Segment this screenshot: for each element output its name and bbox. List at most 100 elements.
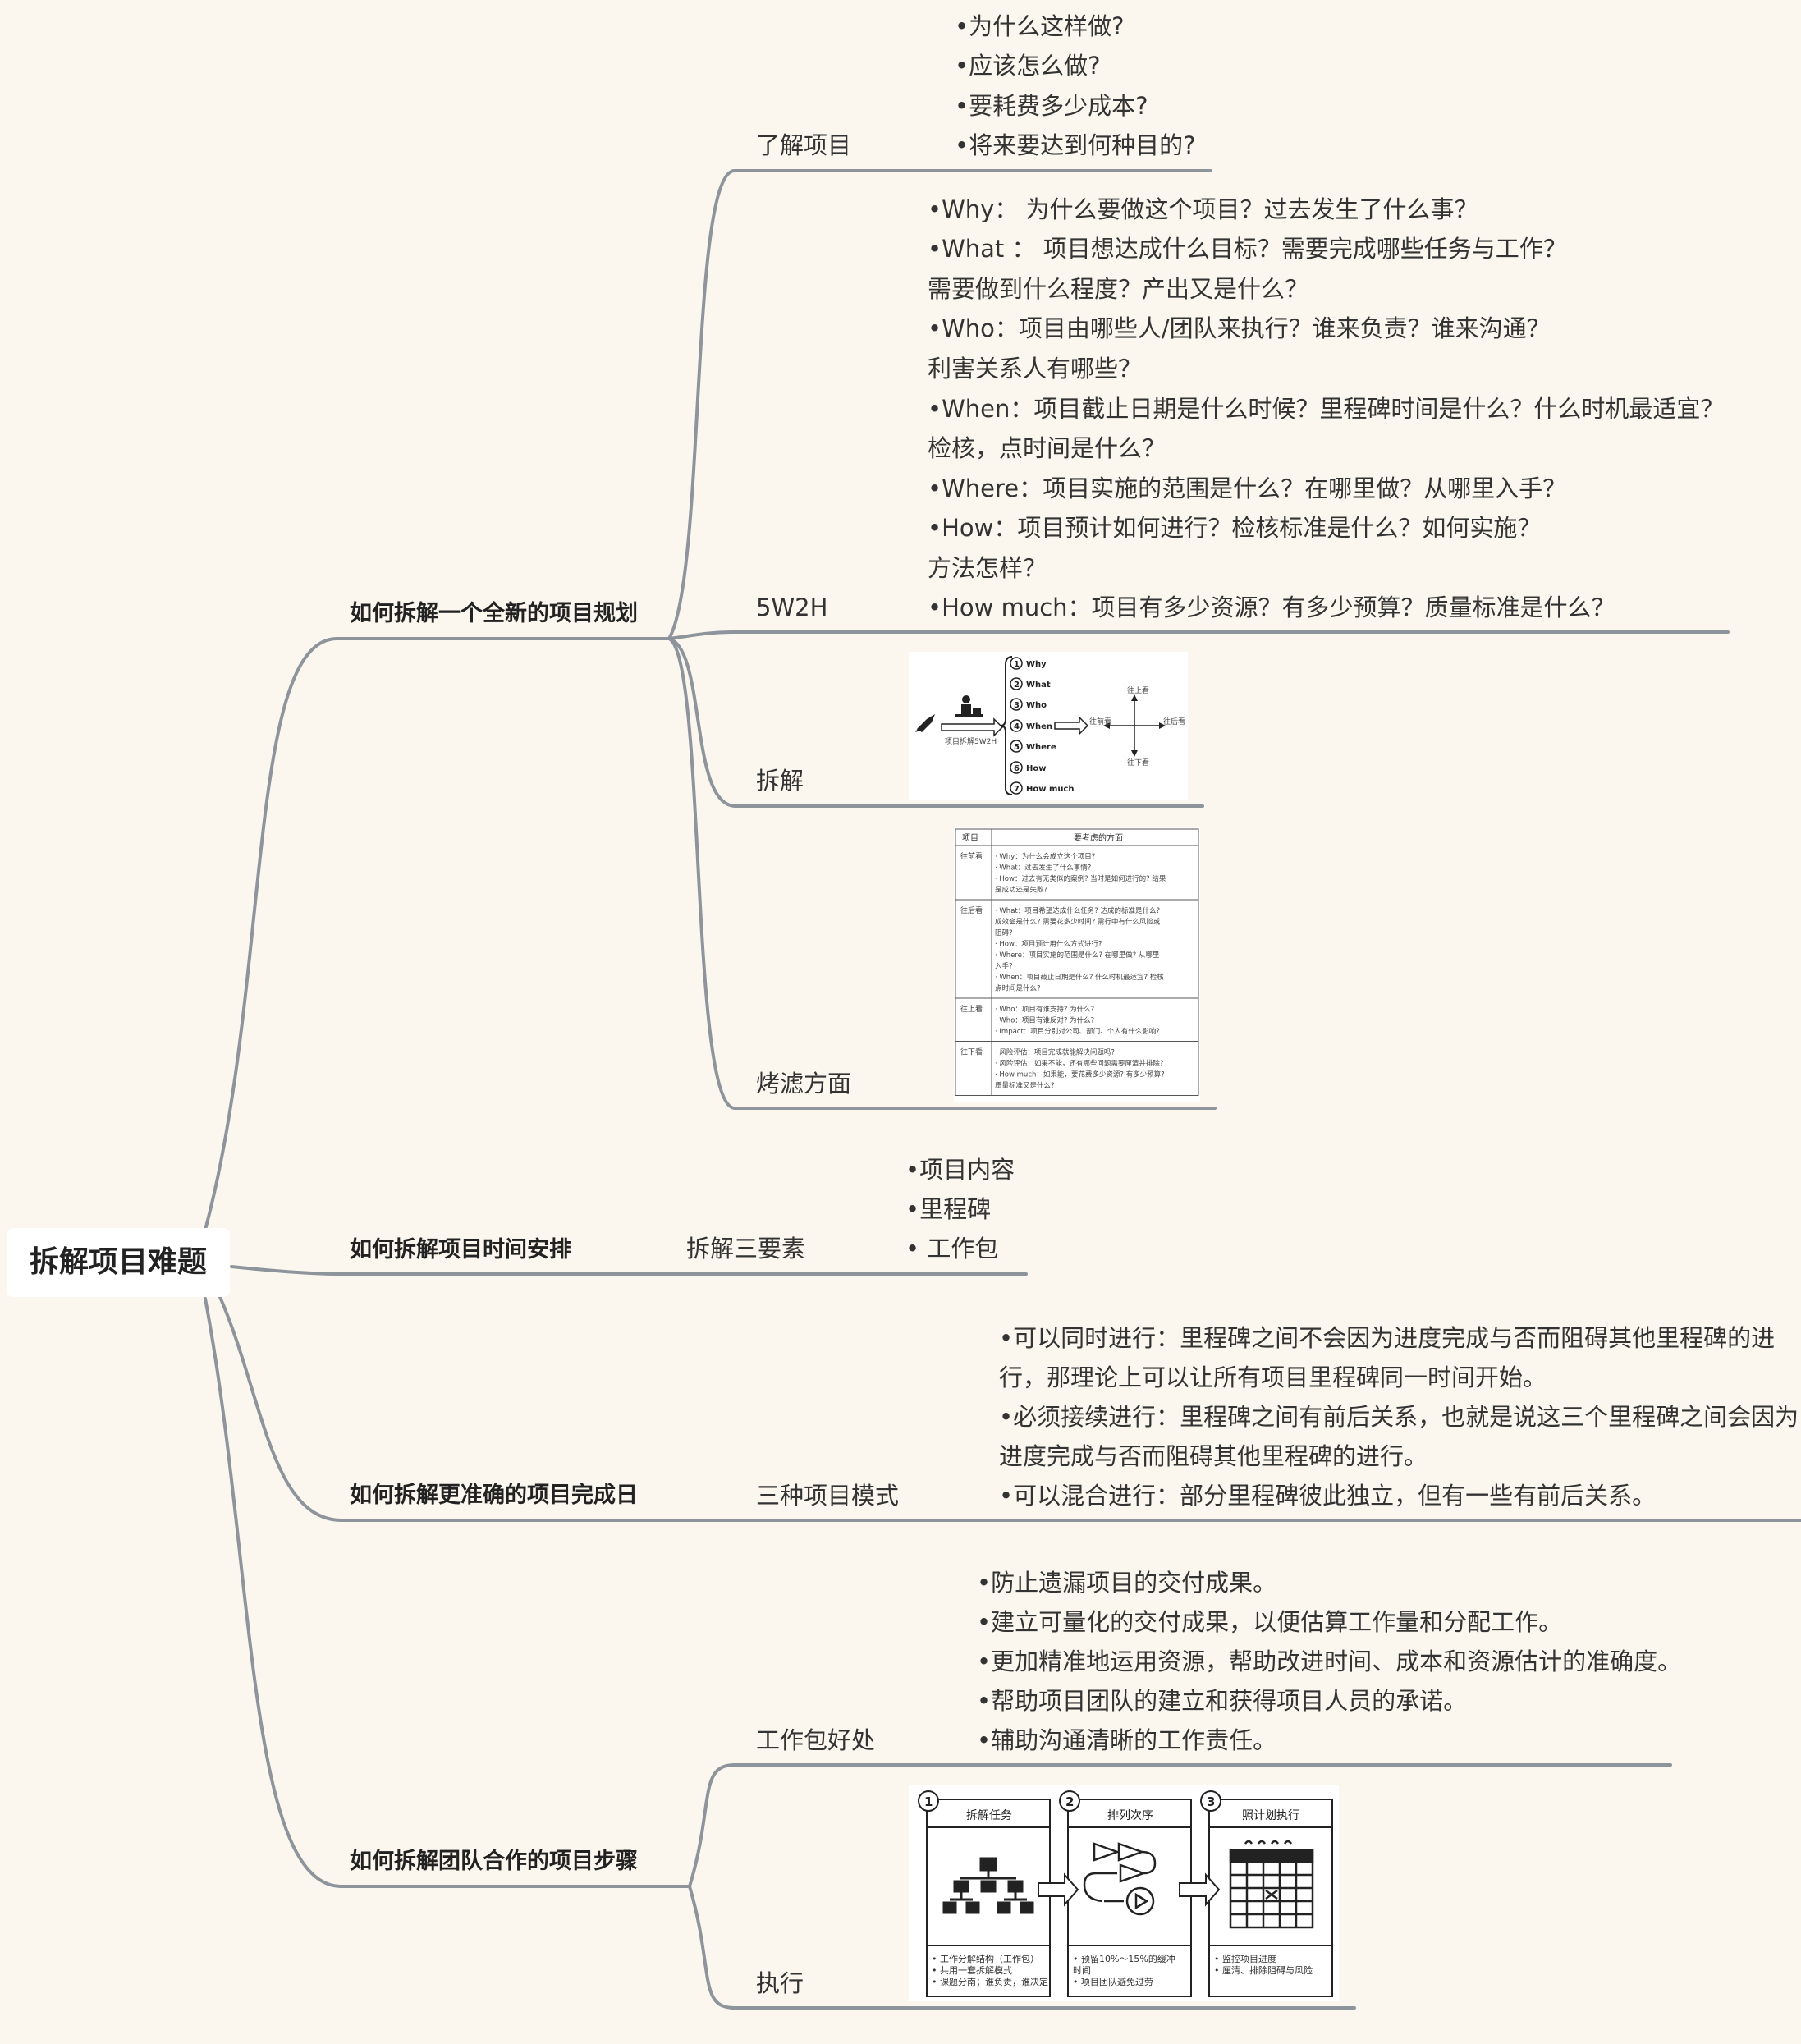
- table-row-name: 往上看: [960, 1004, 983, 1014]
- step-note: • 共用一套拆解模式: [932, 1964, 1012, 1976]
- node-three-elements-label[interactable]: 拆解三要素: [686, 1237, 805, 1261]
- benefits-note: •帮助项目团队的建立和获得项目人员的承诺。: [977, 1689, 1467, 1713]
- 5w2h-note: 利害关系人有哪些？: [928, 357, 1142, 381]
- filter-table: 项目要考虑的方面往前看· Why：为什么会成立这个项目?· What：过去发生了…: [954, 827, 1200, 1102]
- branch-plan-label[interactable]: 如何拆解一个全新的项目规划: [350, 603, 638, 625]
- table-row-line: · How：项目预计用什么方式进行?: [995, 940, 1102, 949]
- branch-team-label[interactable]: 如何拆解团队合作的项目步骤: [350, 1850, 638, 1872]
- step-title: 照计划执行: [1242, 1809, 1299, 1822]
- table-row-line: · Why：为什么会成立这个项目?: [995, 852, 1095, 861]
- axis-up-label: 往上看: [1127, 685, 1149, 695]
- three-elements-note: •项目内容: [905, 1158, 1015, 1182]
- svg-text:7: 7: [1014, 785, 1020, 794]
- connector-root-team: [205, 1299, 690, 1886]
- step-number: 3: [1207, 1794, 1215, 1809]
- 5w2h-item: How much: [1026, 785, 1075, 794]
- table-row-name: 往后看: [960, 905, 983, 915]
- 5w2h-breakdown-image: 项目拆解5W2H 1 Why 2 What 3 Who 4 When 5 Whe…: [909, 652, 1188, 800]
- branch-time-label[interactable]: 如何拆解项目时间安排: [350, 1239, 571, 1261]
- 5w2h-note: 方法怎样？: [928, 557, 1047, 580]
- node-breakdown-label[interactable]: 拆解: [756, 769, 804, 793]
- flow-order-icon: [1084, 1844, 1155, 1914]
- table-row-line: · Impact：项目分别对公司、部门、个人有什么影响?: [995, 1027, 1160, 1036]
- node-benefits-label[interactable]: 工作包好处: [756, 1729, 875, 1753]
- svg-text:3: 3: [1014, 701, 1020, 710]
- table-row-line: 入手?: [995, 962, 1013, 971]
- 5w2h-items: 1 Why 2 What 3 Who 4 When 5 Where 6 How …: [1010, 658, 1075, 794]
- step-note: • 项目团队避免过劳: [1073, 1976, 1153, 1987]
- filter-table-image: 项目要考虑的方面往前看· Why：为什么会成立这个项目?· What：过去发生了…: [954, 827, 1200, 1102]
- connector-plan-5w2h: [669, 632, 1728, 639]
- understand-note: •应该怎么做?: [955, 54, 1101, 78]
- branch-date-label[interactable]: 如何拆解更准确的项目完成日: [350, 1484, 638, 1506]
- three-elements-note: •里程碑: [905, 1198, 991, 1221]
- 5w2h-note: •When：项目截止日期是什么时候？里程碑时间是什么？什么时机最适宜？: [928, 397, 1724, 421]
- node-execute-label[interactable]: 执行: [756, 1972, 804, 1996]
- 5w2h-item: Why: [1026, 660, 1047, 669]
- svg-text:5: 5: [1014, 743, 1020, 752]
- step-note: • 厘清、排除阻碍与风险: [1214, 1964, 1313, 1976]
- table-row-line: 质量标准又是什么?: [995, 1081, 1055, 1090]
- table-row-line: · Who：项目有谁反对? 为什么?: [995, 1016, 1094, 1025]
- node-modes-label[interactable]: 三种项目模式: [756, 1484, 899, 1508]
- table-row-line: 是成功还是失败?: [995, 886, 1047, 895]
- svg-text:6: 6: [1014, 764, 1020, 773]
- table-row-name: 往前看: [960, 851, 983, 861]
- step-note: • 监控项目进度: [1214, 1953, 1276, 1964]
- modes-note: •必须接续进行：里程碑之间有前后关系，也就是说这三个里程碑之间会因为: [999, 1405, 1799, 1429]
- 5w2h-item: Who: [1026, 701, 1047, 710]
- understand-note: •为什么这样做?: [955, 15, 1125, 39]
- 5w2h-item: Where: [1026, 743, 1056, 752]
- benefits-note: •建立可量化的交付成果，以便估算工作量和分配工作。: [977, 1611, 1562, 1634]
- person-desk-icon: [955, 695, 983, 717]
- step-number: 1: [924, 1794, 933, 1809]
- 5w2h-note: •What ： 项目想达成什么目标？需要完成哪些任务与工作？: [928, 237, 1567, 261]
- modes-note: 进度完成与否而阻碍其他里程碑的进行。: [999, 1445, 1428, 1469]
- 5w2h-item: What: [1026, 681, 1051, 690]
- calendar-icon: [1230, 1841, 1313, 1927]
- table-row-line: · 风险评估：项目完成就能解决问题吗?: [995, 1048, 1115, 1057]
- 5w2h-item: When: [1026, 722, 1052, 731]
- table-row-line: · 风险评估：如果不能，还有哪些问题需要厘清并排除?: [995, 1059, 1163, 1068]
- hierarchy-icon: [944, 1858, 1033, 1913]
- step-note: • 工作分解结构（工作包）: [932, 1953, 1039, 1964]
- 5w2h-note: 检核，点时间是什么？: [928, 437, 1166, 461]
- modes-note: 行，那理论上可以让所有项目里程碑同一时间开始。: [999, 1366, 1547, 1390]
- 5w2h-note: •Where：项目实施的范围是什么？在哪里做？从哪里入手？: [928, 477, 1566, 501]
- step-note: 时间: [1073, 1965, 1091, 1976]
- table-row-line: · What：过去发生了什么事情?: [995, 864, 1091, 873]
- table-row-line: 成效会是什么? 需要花多少时间? 需行中有什么风险或: [995, 918, 1161, 927]
- table-header-cell: 要考虑的方面: [1074, 832, 1123, 843]
- connector-root-plan: [205, 639, 669, 1230]
- table-row-line: · Who：项目有谁支持? 为什么?: [995, 1005, 1094, 1014]
- modes-note: •可以同时进行：里程碑之间不会因为进度完成与否而阻碍其他里程碑的进: [999, 1327, 1775, 1350]
- execute-steps-image: 1 2 3 拆解任务 排列次序 照计划执行: [909, 1785, 1339, 2001]
- axis-left-label: 往前看: [1089, 717, 1111, 726]
- svg-text:2: 2: [1014, 681, 1020, 690]
- node-filter-label[interactable]: 烤滤方面: [756, 1072, 851, 1096]
- table-row-line: · How much：如果能，要花费多少资源? 有多少预算?: [995, 1070, 1165, 1079]
- svg-text:1: 1: [1014, 660, 1020, 669]
- step-note: • 预留10%～15%的缓冲: [1073, 1953, 1175, 1964]
- understand-note: •要耗费多少成本?: [955, 94, 1148, 118]
- table-row-line: · When：项目截止日期是什么? 什么时机最适宜? 检核: [995, 973, 1164, 982]
- 5w2h-note: •Who：项目由哪些人/团队来执行？谁来负责？谁来沟通？: [928, 317, 1551, 341]
- 5w2h-note: •How：项目预计如何进行？检核标准是什么？如何实施？: [928, 516, 1541, 540]
- table-row-line: · What：项目希望达成什么任务? 达成的标准是什么?: [995, 906, 1160, 915]
- step-note: • 课题分南；谁负责，谁决定: [932, 1976, 1048, 1987]
- modes-note: •可以混合进行：部分里程碑彼此独立，但有一些有前后关系。: [999, 1484, 1656, 1508]
- three-elements-note: • 工作包: [905, 1237, 998, 1261]
- breakdown-caption: 项目拆解5W2H: [945, 736, 997, 746]
- step-title: 拆解任务: [966, 1809, 1012, 1822]
- node-5w2h-label[interactable]: 5W2H: [756, 596, 827, 620]
- table-row-line: · Where：项目实施的范围是什么? 在哪里做? 从哪里: [995, 951, 1160, 960]
- table-row-name: 往下看: [960, 1047, 983, 1057]
- axis-right-label: 往后看: [1163, 717, 1185, 726]
- connector-root-time: [231, 1267, 665, 1274]
- table-row-line: 点时间是什么?: [995, 984, 1041, 993]
- node-understand-label[interactable]: 了解项目: [756, 134, 851, 158]
- axis-down-label: 往下看: [1127, 758, 1149, 768]
- benefits-note: •辅助沟通清晰的工作责任。: [977, 1729, 1276, 1753]
- table-row-line: · How：过去有无类似的案例? 当时是如何进行的? 结果: [995, 874, 1166, 883]
